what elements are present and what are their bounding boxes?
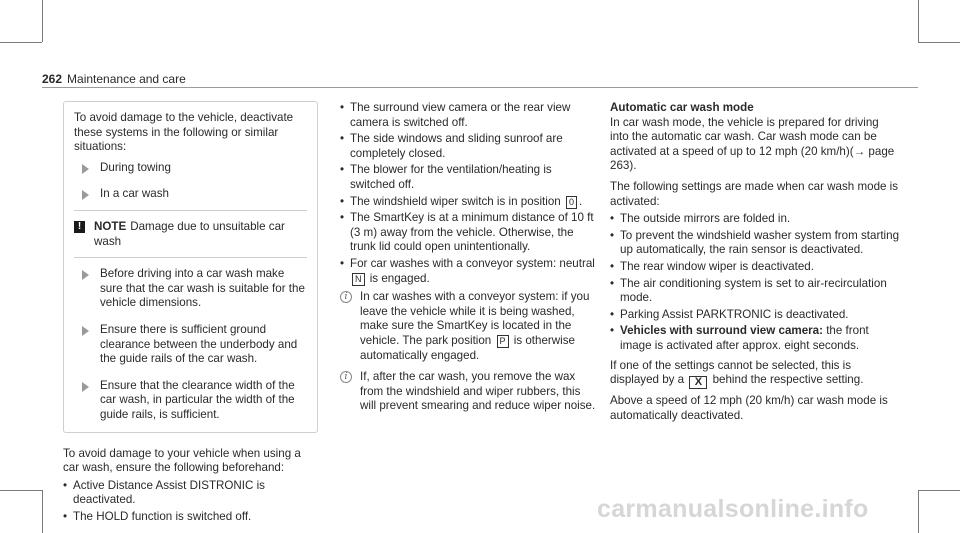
crop-mark: [0, 42, 42, 43]
arrow-icon: [82, 325, 89, 336]
column-3: Automatic car wash mode In car wash mode…: [610, 101, 900, 423]
crop-mark: [0, 490, 42, 491]
crop-mark: [918, 42, 960, 43]
page-number: 262: [42, 72, 63, 86]
paragraph: In car wash mode, the vehicle is prepare…: [610, 115, 895, 173]
crop-mark: [918, 490, 919, 533]
bullet-list: The surround view camera or the rear vie…: [340, 101, 596, 286]
page-header: 262 Maintenance and care: [42, 72, 186, 87]
list-item: The outside mirrors are folded in.: [610, 212, 900, 227]
wiper-position-symbol: 0: [565, 195, 577, 209]
crop-mark: [42, 0, 43, 42]
step-item: Ensure that the clearance width of the c…: [74, 379, 307, 423]
arrow-icon: [82, 163, 89, 174]
step-item: In a car wash: [74, 187, 307, 202]
list-item: The rear window wiper is deactivated.: [610, 260, 900, 275]
step-item: During towing: [74, 161, 307, 176]
list-item: The air conditioning system is set to ai…: [610, 277, 900, 306]
arrow-icon: [82, 381, 89, 392]
x-mark-icon: X: [689, 376, 708, 390]
info-note: i If, after the car wash, you remove the…: [340, 370, 596, 414]
list-item: The side windows and sliding sunroof are…: [340, 132, 596, 161]
list-item: Active Distance Assist DISTRONIC is deac…: [63, 479, 318, 508]
warning-box: To avoid damage to the vehicle, deactiva…: [63, 101, 318, 433]
arrow-icon: [82, 190, 89, 201]
paragraph: The following settings are made when car…: [610, 179, 899, 208]
section-heading: Automatic car wash mode: [610, 101, 754, 114]
watermark: carmanualsonline.info: [597, 495, 869, 523]
list-item: The HOLD function is switched off.: [63, 510, 318, 525]
list-item: Vehicles with surround view camera: the …: [610, 324, 900, 353]
note-text: Damage due to unsuitable car wash: [94, 219, 285, 248]
list-item: Parking Assist PARKTRONIC is deactivated…: [610, 308, 900, 323]
divider: [74, 209, 307, 211]
paragraph: To avoid damage to your vehicle when usi…: [63, 446, 301, 475]
list-item: The surround view camera or the rear vie…: [340, 101, 596, 130]
neutral-gear-symbol: N: [352, 272, 365, 286]
step-item: Before driving into a car wash make sure…: [74, 267, 307, 311]
paragraph: Above a speed of 12 mph (20 km/h) car wa…: [610, 394, 888, 422]
step-item: Ensure there is sufficient ground cleara…: [74, 323, 307, 367]
note-label: NOTE: [94, 219, 127, 233]
park-position-symbol: P: [496, 334, 509, 348]
header-rule: [42, 87, 918, 88]
divider: [74, 257, 307, 259]
info-icon: i: [340, 371, 352, 384]
bullet-list: The outside mirrors are folded in. To pr…: [610, 212, 900, 353]
bullet-list: Active Distance Assist DISTRONIC is deac…: [63, 479, 318, 525]
intro-text: To avoid damage to the vehicle, deactiva…: [74, 111, 294, 154]
list-item: The SmartKey is at a minimum distance of…: [340, 211, 596, 255]
column-1: To avoid damage to the vehicle, deactiva…: [63, 101, 318, 526]
crop-mark: [918, 490, 960, 491]
crop-mark: [42, 490, 43, 533]
section-title: Maintenance and care: [67, 72, 186, 86]
exclamation-icon: !: [74, 220, 85, 233]
info-icon: i: [340, 291, 352, 304]
list-item: The blower for the ventilation/heating i…: [340, 163, 596, 192]
list-item: To prevent the windshield washer system …: [610, 229, 900, 258]
arrow-icon: [82, 270, 89, 281]
list-item: For car washes with a conveyor system: n…: [340, 257, 596, 286]
column-2: The surround view camera or the rear vie…: [340, 101, 596, 414]
crop-mark: [918, 0, 919, 42]
info-note: i In car washes with a conveyor system: …: [340, 290, 596, 363]
paragraph: If one of the settings cannot be selecte…: [610, 358, 864, 390]
list-item: The windshield wiper switch is in positi…: [340, 195, 596, 210]
